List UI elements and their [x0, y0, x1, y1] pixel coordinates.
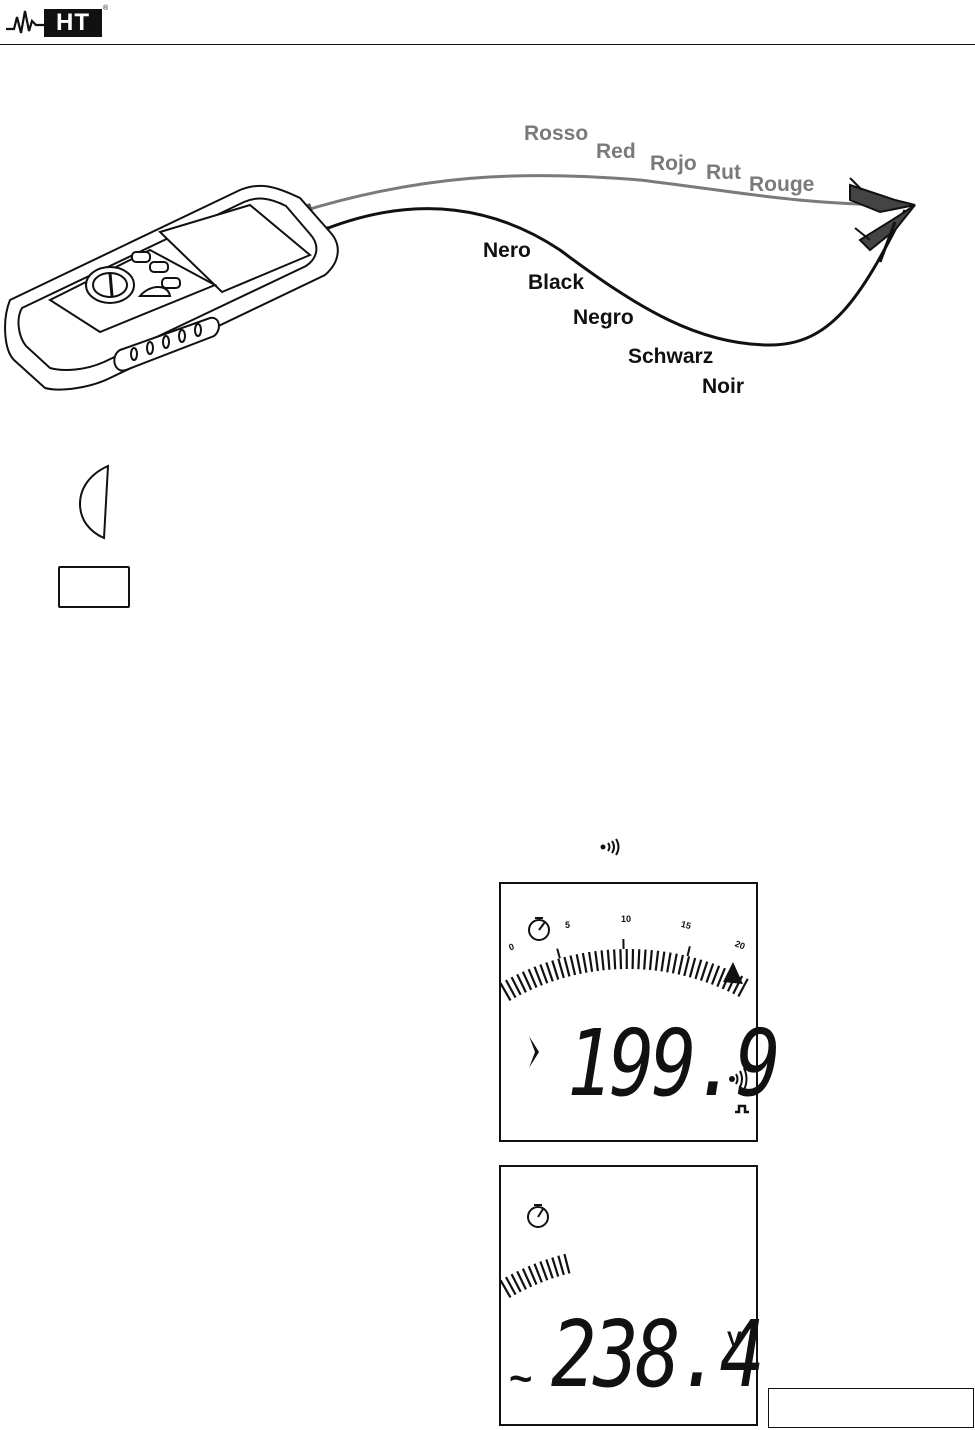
lcd2-bargraph-segment: [545, 1259, 554, 1279]
lcd1-graphics: [501, 917, 749, 1114]
bargraph-segment: [505, 979, 517, 999]
registered-mark: ®: [103, 5, 109, 12]
bargraph-segment: [613, 949, 617, 970]
lcd2-bargraph-segment: [533, 1263, 543, 1283]
bargraph-scale: [501, 939, 749, 1002]
bargraph-end-arrow: [723, 962, 743, 984]
scale-tick-5: 5: [565, 920, 571, 930]
bargraph-segment: [710, 965, 721, 985]
key-box-icon: [58, 566, 130, 608]
bargraph-segment: [654, 950, 660, 971]
croc-clips: [849, 177, 916, 263]
red-lead-label-de: Rut: [706, 161, 741, 184]
red-lead-label-it: Rosso: [524, 122, 589, 145]
bargraph-segment: [694, 959, 703, 980]
bargraph-segment: [539, 964, 549, 984]
lcd2-bargraph: [501, 1253, 571, 1299]
bargraph-segment: [666, 952, 672, 973]
lcd2-bargraph-segment: [551, 1257, 560, 1277]
lcd2-bargraph-segment: [521, 1268, 533, 1288]
bargraph-segment: [606, 949, 611, 970]
lcd2-bargraph-segment: [563, 1253, 571, 1274]
black-lead-label-de: Schwarz: [628, 345, 714, 368]
bargraph-segment: [551, 960, 560, 980]
ac-symbol: ~: [509, 1357, 533, 1401]
bargraph-segment: [677, 954, 685, 975]
lcd2-bargraph-segment: [510, 1273, 522, 1293]
logo-signal-icon: [6, 10, 46, 34]
buzzer-icon: [600, 838, 620, 856]
bargraph-segment: [671, 953, 678, 974]
bargraph-segment: [688, 957, 697, 978]
red-lead-label-en: Red: [596, 140, 636, 163]
lcd2-bargraph-segment: [505, 1276, 517, 1296]
footer-box: [768, 1388, 974, 1428]
black-lead-label-es: Negro: [573, 306, 634, 329]
lcd1-pulse-icon: [735, 1104, 749, 1114]
bargraph-segment: [563, 956, 571, 977]
bargraph-major-tick: [686, 946, 691, 957]
black-lead-label-fr: Noir: [702, 375, 744, 398]
red-lead-label-fr: Rouge: [749, 173, 815, 196]
logo-text: HT: [44, 9, 102, 37]
black-lead-wire: [317, 207, 907, 347]
lcd2-bargraph-segment: [527, 1265, 538, 1285]
bargraph-segment: [510, 976, 522, 996]
bargraph-segment: [501, 982, 512, 1002]
bargraph-segment: [569, 955, 577, 976]
bargraph-segment: [648, 950, 653, 971]
half-knob-icon: [78, 464, 110, 540]
lcd2-reading: 238.4: [551, 1301, 765, 1408]
black-lead-label-en: Black: [528, 271, 585, 294]
timer-icon: [528, 917, 550, 941]
lcd2-timer-icon: [527, 1204, 549, 1228]
bargraph-segment: [557, 958, 565, 979]
lcd1-buzzer-icon: [729, 1067, 748, 1091]
bargraph-segment: [545, 962, 554, 982]
red-lead-label-es: Rojo: [650, 152, 697, 175]
lcd2-bargraph-segment: [516, 1270, 527, 1290]
lcd1-reading: 199.9: [567, 1010, 781, 1117]
lcd2-unit: V: [727, 1327, 742, 1352]
lcd2-bargraph-segment: [557, 1255, 565, 1276]
bargraph-segment: [587, 951, 594, 972]
lcd2-bargraph-segment: [539, 1261, 549, 1281]
bargraph-segment: [716, 967, 726, 988]
bargraph-segment: [699, 961, 709, 981]
red-lead-wire: [299, 174, 906, 214]
meter-illustration: [4, 174, 916, 391]
bargraph-segment: [533, 966, 543, 986]
bargraph-segment: [637, 949, 641, 970]
bargraph-segment: [683, 956, 691, 977]
ht-logo: HT ®: [6, 3, 108, 39]
bargraph-segment: [516, 973, 527, 993]
bargraph-segment: [521, 971, 533, 991]
header-divider: [0, 44, 975, 45]
bargraph-segment: [575, 953, 582, 975]
bargraph-segment: [660, 951, 666, 972]
lcd2-bargraph-segment: [501, 1279, 512, 1299]
lcd-display-continuity: 0 5 10 15 20 199.9: [499, 882, 781, 1142]
bargraph-segment: [594, 950, 599, 972]
bargraph-segment: [737, 978, 749, 998]
bargraph-segment: [705, 963, 715, 983]
meter-body: [4, 184, 339, 391]
bargraph-segment: [643, 949, 647, 970]
bargraph-segment: [581, 952, 588, 973]
lcd-display-voltage: ~ 238.4 V: [499, 1165, 765, 1426]
bargraph-major-tick: [556, 948, 561, 959]
scale-tick-10: 10: [621, 914, 632, 924]
lcd1-prefix-chevron: [529, 1036, 539, 1068]
bargraph-segment: [600, 950, 605, 971]
bargraph-segment: [619, 949, 623, 970]
black-lead-label-it: Nero: [483, 239, 531, 262]
lcd2-graphics: [501, 1204, 571, 1299]
bargraph-segment: [527, 968, 538, 988]
